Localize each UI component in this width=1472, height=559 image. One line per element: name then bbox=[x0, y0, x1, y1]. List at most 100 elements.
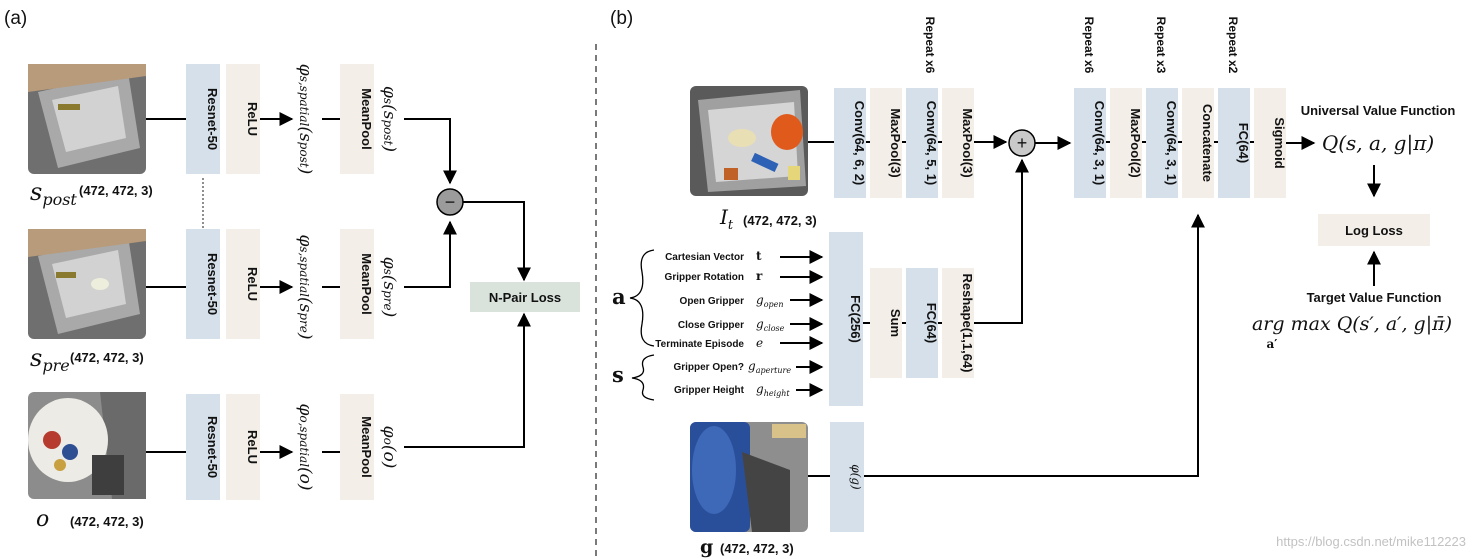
log-loss-box: Log Loss bbox=[1318, 214, 1430, 246]
spatial-feature-pre: φs,spatial(spre) bbox=[295, 234, 315, 339]
svg-text:FC(64): FC(64) bbox=[924, 303, 939, 343]
svg-text:Conv(64, 5, 1): Conv(64, 5, 1) bbox=[924, 101, 939, 186]
svg-text:Gripper Open?: Gripper Open? bbox=[673, 362, 744, 373]
relu-row2: ReLU bbox=[226, 229, 260, 339]
svg-text:Reshape(1,1,64): Reshape(1,1,64) bbox=[960, 274, 975, 373]
fc-256: FC(256) bbox=[829, 232, 863, 406]
svg-text:Resnet-50: Resnet-50 bbox=[205, 416, 220, 478]
concatenate: Concatenate bbox=[1182, 88, 1215, 198]
size-s-pre: (472, 472, 3) bbox=[70, 350, 144, 365]
svg-text:Close Gripper: Close Gripper bbox=[678, 320, 744, 331]
svg-text:ReLU: ReLU bbox=[245, 267, 260, 301]
feature-o: φo(o) bbox=[379, 426, 399, 469]
input-terminate-episode: Terminate Episode e bbox=[655, 336, 824, 350]
a-symbol: a bbox=[612, 284, 626, 309]
size-s-post: (472, 472, 3) bbox=[79, 183, 153, 198]
meanpool-row1: MeanPool bbox=[340, 64, 374, 174]
svg-text:Log Loss: Log Loss bbox=[1345, 223, 1403, 238]
svg-text:gheight: gheight bbox=[756, 382, 790, 398]
conv-64-6-2: Conv(64, 6, 2) bbox=[834, 88, 867, 198]
svg-text:Resnet-50: Resnet-50 bbox=[205, 253, 220, 315]
maxpool-3-a: MaxPool(3) bbox=[870, 88, 903, 198]
svg-text:Gripper Rotation: Gripper Rotation bbox=[665, 272, 744, 283]
spatial-feature-post: φs,spatial(spost) bbox=[295, 64, 315, 174]
target-formula: arg max Q(s′, a′, g|π̄) bbox=[1252, 313, 1452, 335]
watermark: https://blog.csdn.net/mike112223 bbox=[1276, 534, 1466, 549]
target-under: a′ bbox=[1267, 337, 1278, 351]
svg-text:e: e bbox=[756, 336, 763, 350]
svg-text:r: r bbox=[756, 269, 763, 283]
image-s-pre bbox=[28, 229, 146, 339]
svg-text:t: t bbox=[756, 249, 762, 263]
relu-row1: ReLU bbox=[226, 64, 260, 174]
input-open-gripper: Open Gripper gopen bbox=[680, 293, 824, 309]
resnet-row3: Resnet-50 bbox=[186, 394, 220, 500]
fc-64-action: FC(64) bbox=[906, 268, 939, 378]
svg-text:Conv(64, 3, 1): Conv(64, 3, 1) bbox=[1164, 101, 1179, 186]
sum: Sum bbox=[870, 268, 903, 378]
svg-text:Conv(64, 3, 1): Conv(64, 3, 1) bbox=[1092, 101, 1107, 186]
label-s-pre: spre bbox=[30, 344, 70, 375]
svg-text:gaperture: gaperture bbox=[748, 359, 791, 375]
relu-row3: ReLU bbox=[226, 394, 260, 500]
input-gripper-height: Gripper Height gheight bbox=[674, 382, 824, 398]
add-node: + bbox=[1008, 129, 1036, 157]
maxpool-2: MaxPool(2) bbox=[1110, 88, 1143, 198]
svg-text:MeanPool: MeanPool bbox=[359, 253, 374, 314]
conv-64-3-1-b: Conv(64, 3, 1) bbox=[1146, 88, 1179, 198]
repeat-conv3a: Repeat x6 bbox=[1082, 17, 1096, 74]
repeat-conv5: Repeat x6 bbox=[923, 17, 937, 74]
svg-text:gclose: gclose bbox=[756, 317, 785, 333]
svg-text:FC(64): FC(64) bbox=[1236, 123, 1251, 163]
panel-a-label: (a) bbox=[4, 8, 27, 29]
svg-text:ReLU: ReLU bbox=[245, 430, 260, 464]
label-it: It bbox=[719, 205, 734, 233]
n-pair-loss-box: N-Pair Loss bbox=[470, 282, 580, 312]
feature-pre: φs(spre) bbox=[379, 257, 399, 318]
svg-text:MaxPool(3): MaxPool(3) bbox=[888, 108, 903, 177]
svg-text:FC(256): FC(256) bbox=[848, 295, 863, 343]
image-g bbox=[690, 422, 808, 532]
s-symbol: s bbox=[612, 362, 624, 387]
conv-64-3-1-a: Conv(64, 3, 1) bbox=[1074, 88, 1107, 198]
meanpool-row3: MeanPool bbox=[340, 394, 374, 500]
image-o bbox=[28, 392, 146, 499]
phi-g-box: φ(g) bbox=[830, 422, 864, 532]
conv-64-5-1: Conv(64, 5, 1) bbox=[906, 88, 939, 198]
subtract-node: − bbox=[436, 188, 464, 216]
repeat-fc: Repeat x2 bbox=[1226, 17, 1240, 74]
svg-text:MaxPool(2): MaxPool(2) bbox=[1128, 108, 1143, 177]
size-o: (472, 472, 3) bbox=[70, 514, 144, 529]
resnet-row1: Resnet-50 bbox=[186, 64, 220, 174]
svg-text:N-Pair Loss: N-Pair Loss bbox=[489, 290, 561, 305]
svg-text:MaxPool(3): MaxPool(3) bbox=[960, 108, 975, 177]
svg-text:Terminate Episode: Terminate Episode bbox=[655, 339, 744, 350]
label-g: g bbox=[700, 536, 713, 558]
label-o: o bbox=[36, 507, 49, 532]
fc-64-head: FC(64) bbox=[1218, 88, 1251, 198]
svg-text:Sum: Sum bbox=[888, 309, 903, 337]
reshape: Reshape(1,1,64) bbox=[942, 268, 975, 378]
input-close-gripper: Close Gripper gclose bbox=[678, 317, 824, 333]
svg-text:φ(g): φ(g) bbox=[849, 464, 863, 490]
panel-b-label: (b) bbox=[610, 8, 633, 29]
feature-post: φs(spost) bbox=[379, 86, 399, 152]
svg-text:MeanPool: MeanPool bbox=[359, 88, 374, 149]
input-cartesian-vector: Cartesian Vector t bbox=[665, 249, 824, 264]
svg-text:Conv(64, 6, 2): Conv(64, 6, 2) bbox=[852, 101, 867, 186]
maxpool-3-b: MaxPool(3) bbox=[942, 88, 975, 198]
size-g: (472, 472, 3) bbox=[720, 541, 794, 556]
image-s-post bbox=[28, 64, 146, 174]
svg-text:Gripper Height: Gripper Height bbox=[674, 385, 745, 396]
svg-text:Cartesian Vector: Cartesian Vector bbox=[665, 252, 744, 263]
uvf-formula: Q(s, a, g|π) bbox=[1322, 131, 1434, 156]
svg-text:ReLU: ReLU bbox=[245, 102, 260, 136]
size-it: (472, 472, 3) bbox=[743, 213, 817, 228]
svg-text:gopen: gopen bbox=[756, 293, 784, 309]
svg-text:Concatenate: Concatenate bbox=[1200, 104, 1215, 182]
spatial-feature-o: φo,spatial(o) bbox=[295, 403, 315, 490]
svg-text:MeanPool: MeanPool bbox=[359, 416, 374, 477]
svg-text:Sigmoid: Sigmoid bbox=[1272, 117, 1287, 168]
repeat-conv3b: Repeat x3 bbox=[1154, 17, 1168, 74]
